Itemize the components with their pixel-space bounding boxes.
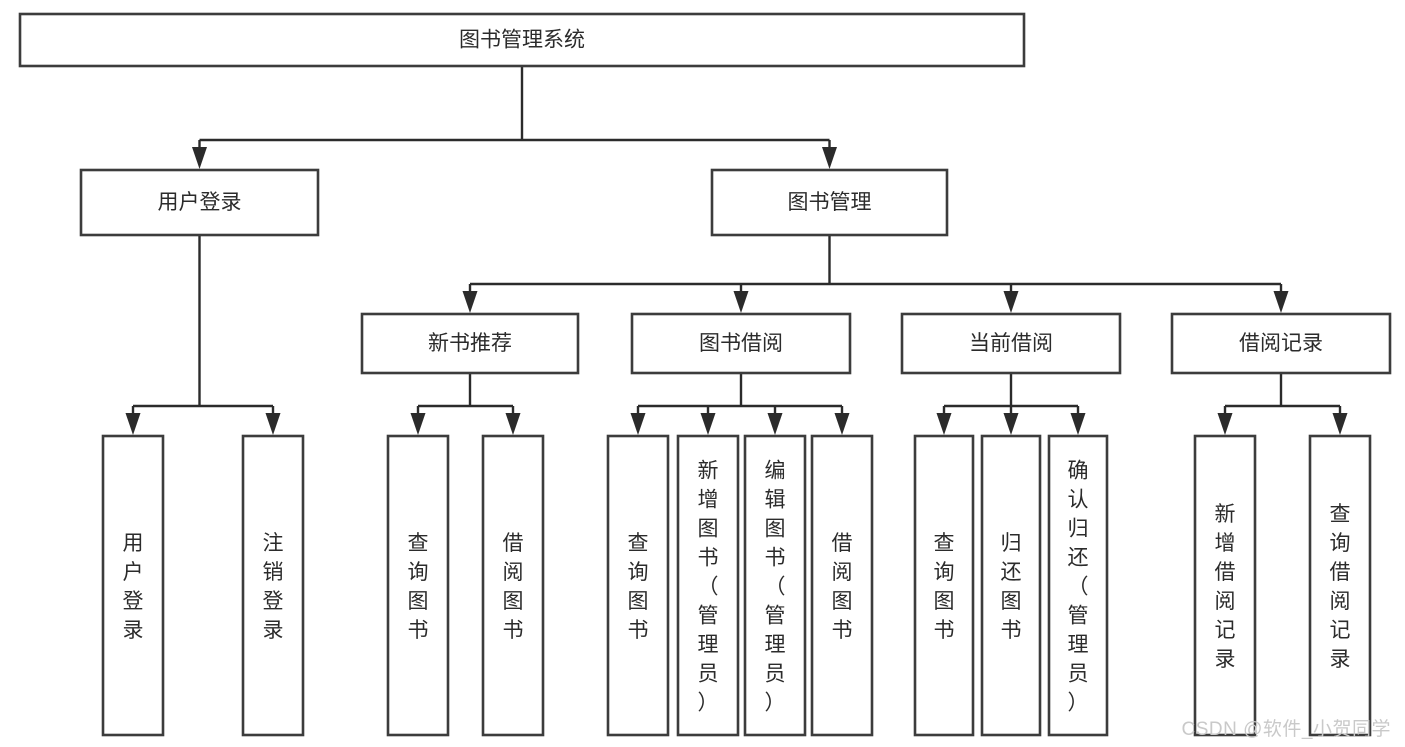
connector-group-current-borrow [936,373,1086,435]
connector-group-root [192,66,837,169]
node-label: 图书管理 [788,191,872,214]
node-label: 新书推荐 [428,332,512,355]
node-label: 借阅图书 [832,532,853,642]
node-label: 图书借阅 [699,332,783,355]
node-label: 用户登录 [158,191,242,214]
node-label: 新增图书（管理员） [698,460,719,715]
node-label: 借阅图书 [503,532,524,642]
node-user-login[interactable]: 用户登录 [79,168,320,237]
node-label: 确认归还（管理员） [1068,460,1089,715]
watermark-label: CSDN @软件_小贺同学 [1181,719,1391,740]
leaf-node-leaf-query-book-1[interactable]: 查询图书 [386,434,450,737]
node-label: 新增借阅记录 [1215,503,1236,671]
leaf-node-leaf-return-book[interactable]: 归还图书 [980,434,1042,737]
node-book-borrow[interactable]: 图书借阅 [630,312,852,375]
root-node-图书管理系统[interactable]: 图书管理系统 [18,12,1026,68]
leaf-node-leaf-add-record[interactable]: 新增借阅记录 [1193,434,1257,737]
leaf-node-leaf-query-book-2[interactable]: 查询图书 [606,434,670,737]
node-label: 编辑图书（管理员） [765,460,786,715]
leaf-node-leaf-borrow-book-1[interactable]: 借阅图书 [481,434,545,737]
connector-group-new-book-recommend [410,373,521,435]
node-new-book-recommend[interactable]: 新书推荐 [360,312,580,375]
node-label: 查询图书 [408,532,429,642]
leaf-node-leaf-query-book-3[interactable]: 查询图书 [913,434,975,737]
leaf-node-leaf-user-login[interactable]: 用户登录 [101,434,165,737]
node-label: 查询图书 [934,532,955,642]
leaf-node-leaf-add-book[interactable]: 新增图书（管理员） [676,434,740,737]
leaf-node-leaf-query-record[interactable]: 查询借阅记录 [1308,434,1372,737]
node-label: 借阅记录 [1239,332,1323,355]
node-label: 用户登录 [123,532,144,642]
leaf-node-leaf-confirm-return[interactable]: 确认归还（管理员） [1047,434,1109,737]
node-current-borrow[interactable]: 当前借阅 [900,312,1122,375]
connector-group-book-borrow [630,373,850,435]
node-label: 归还图书 [1001,532,1022,642]
node-borrow-record[interactable]: 借阅记录 [1170,312,1392,375]
node-book-manage[interactable]: 图书管理 [710,168,949,237]
leaf-node-leaf-borrow-book-2[interactable]: 借阅图书 [810,434,874,737]
leaf-node-leaf-user-logout[interactable]: 注销登录 [241,434,305,737]
node-label: 图书管理系统 [459,29,585,52]
connector-group-borrow-record [1217,373,1348,435]
node-label: 查询借阅记录 [1330,503,1351,671]
node-label: 查询图书 [628,532,649,642]
connector-group-user-login [125,235,281,435]
connector-group-book-manage [462,235,1289,313]
node-label: 注销登录 [263,532,284,642]
leaf-node-leaf-edit-book[interactable]: 编辑图书（管理员） [743,434,807,737]
node-label: 当前借阅 [969,332,1053,355]
